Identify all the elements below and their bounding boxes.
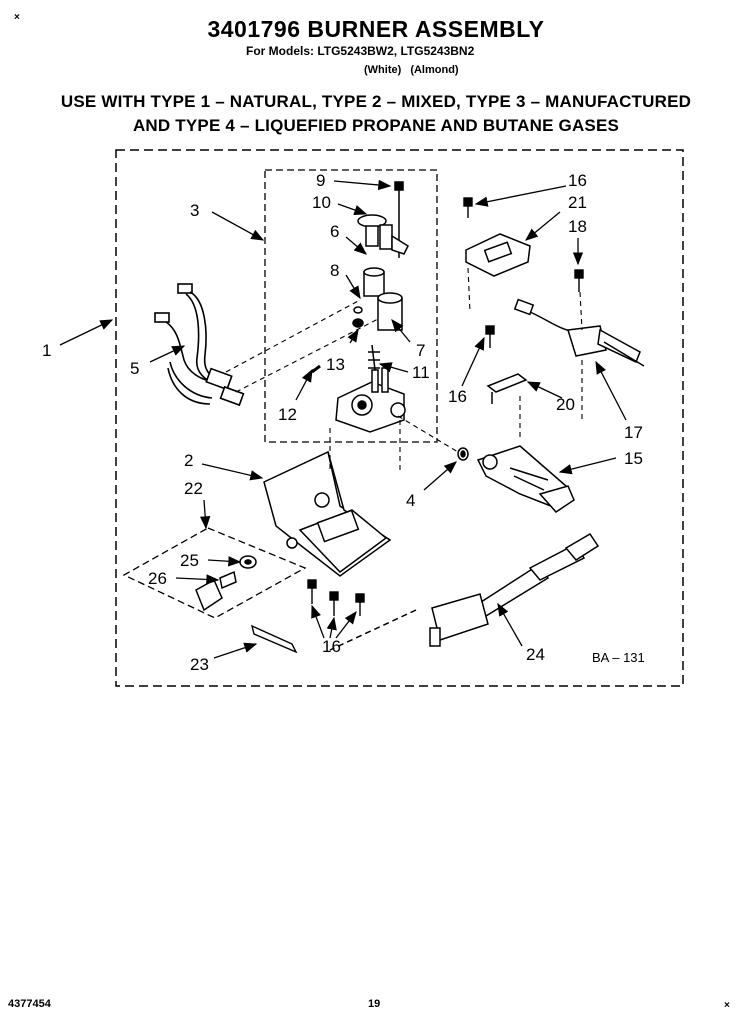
- label-part-11: 11: [412, 363, 430, 382]
- corner-mark-top: ×: [14, 12, 20, 23]
- label-part-18: 18: [568, 217, 587, 236]
- pin-23: [250, 624, 298, 654]
- orifice-part: [457, 447, 469, 461]
- label-part-17: 17: [624, 423, 643, 442]
- label-part-13: 13: [326, 355, 345, 374]
- label-part-10: 10: [312, 193, 331, 212]
- page-number: 19: [368, 998, 381, 1010]
- label-part-2: 2: [184, 451, 193, 470]
- label-part-20: 20: [556, 395, 575, 414]
- assembly-boundary: [115, 149, 684, 687]
- valve-subassembly-boundary: [264, 169, 438, 443]
- label-part-16-top: 16: [568, 171, 587, 190]
- label-part-22: 22: [184, 479, 203, 498]
- corner-mark-bottom: ×: [724, 1000, 730, 1011]
- label-part-5: 5: [130, 359, 139, 378]
- connection-lines: [225, 267, 583, 472]
- label-part-23: 23: [190, 655, 209, 674]
- gas-supply-pipe: [329, 532, 600, 651]
- label-part-24: 24: [526, 645, 545, 664]
- model-numbers: For Models: LTG5243BW2, LTG5243BN2: [246, 44, 475, 58]
- page-title: 3401796 BURNER ASSEMBLY: [207, 16, 545, 42]
- wire-harness-part: [154, 283, 245, 407]
- gas-type-line-2: AND TYPE 4 – LIQUEFIED PROPANE AND BUTAN…: [132, 116, 620, 135]
- label-part-16-mid: 16: [448, 387, 467, 406]
- orifice-kit-boundary: [122, 527, 307, 619]
- label-part-9: 9: [316, 171, 325, 190]
- screws-upper: [463, 197, 584, 348]
- label-part-12: 12: [278, 405, 297, 424]
- drawing-code: BA – 131: [592, 650, 645, 665]
- label-part-25: 25: [180, 551, 199, 570]
- model-colors: (White) (Almond): [364, 64, 459, 76]
- document-number: 4377454: [8, 998, 51, 1010]
- igniter-bracket: [486, 373, 528, 404]
- igniter: [513, 298, 645, 367]
- label-part-15: 15: [624, 449, 643, 468]
- label-part-8: 8: [330, 261, 339, 280]
- label-part-4: 4: [406, 491, 415, 510]
- orifice-kit-parts: [195, 555, 257, 612]
- label-part-26: 26: [148, 569, 167, 588]
- burner-bracket: [263, 450, 392, 577]
- label-part-16-bottom: 16: [322, 637, 341, 656]
- label-part-7: 7: [416, 341, 425, 360]
- gas-valve-stack: [311, 181, 409, 433]
- label-part-6: 6: [330, 222, 339, 241]
- screws-lower: [307, 579, 365, 616]
- label-part-1: 1: [42, 341, 51, 360]
- callout-arrows: [59, 179, 627, 659]
- gas-type-line-1: USE WITH TYPE 1 – NATURAL, TYPE 2 – MIXE…: [60, 92, 692, 111]
- flame-sensor: [465, 233, 531, 277]
- burner-tube: [476, 445, 575, 513]
- label-part-3: 3: [190, 201, 199, 220]
- label-part-21: 21: [568, 193, 587, 212]
